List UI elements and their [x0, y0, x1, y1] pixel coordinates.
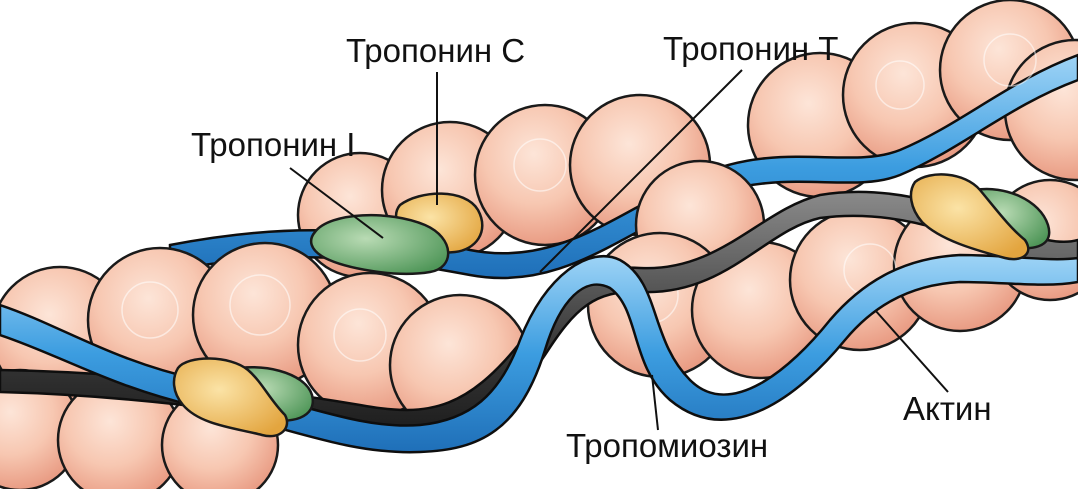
- label-actin: Актин: [903, 392, 992, 425]
- label-troponin-c: Тропонин С: [346, 34, 525, 67]
- label-troponin-i: Тропонин I: [191, 128, 355, 161]
- label-tropomyosin: Тропомиозин: [566, 429, 768, 462]
- label-troponin-t: Тропонин Т: [663, 32, 838, 65]
